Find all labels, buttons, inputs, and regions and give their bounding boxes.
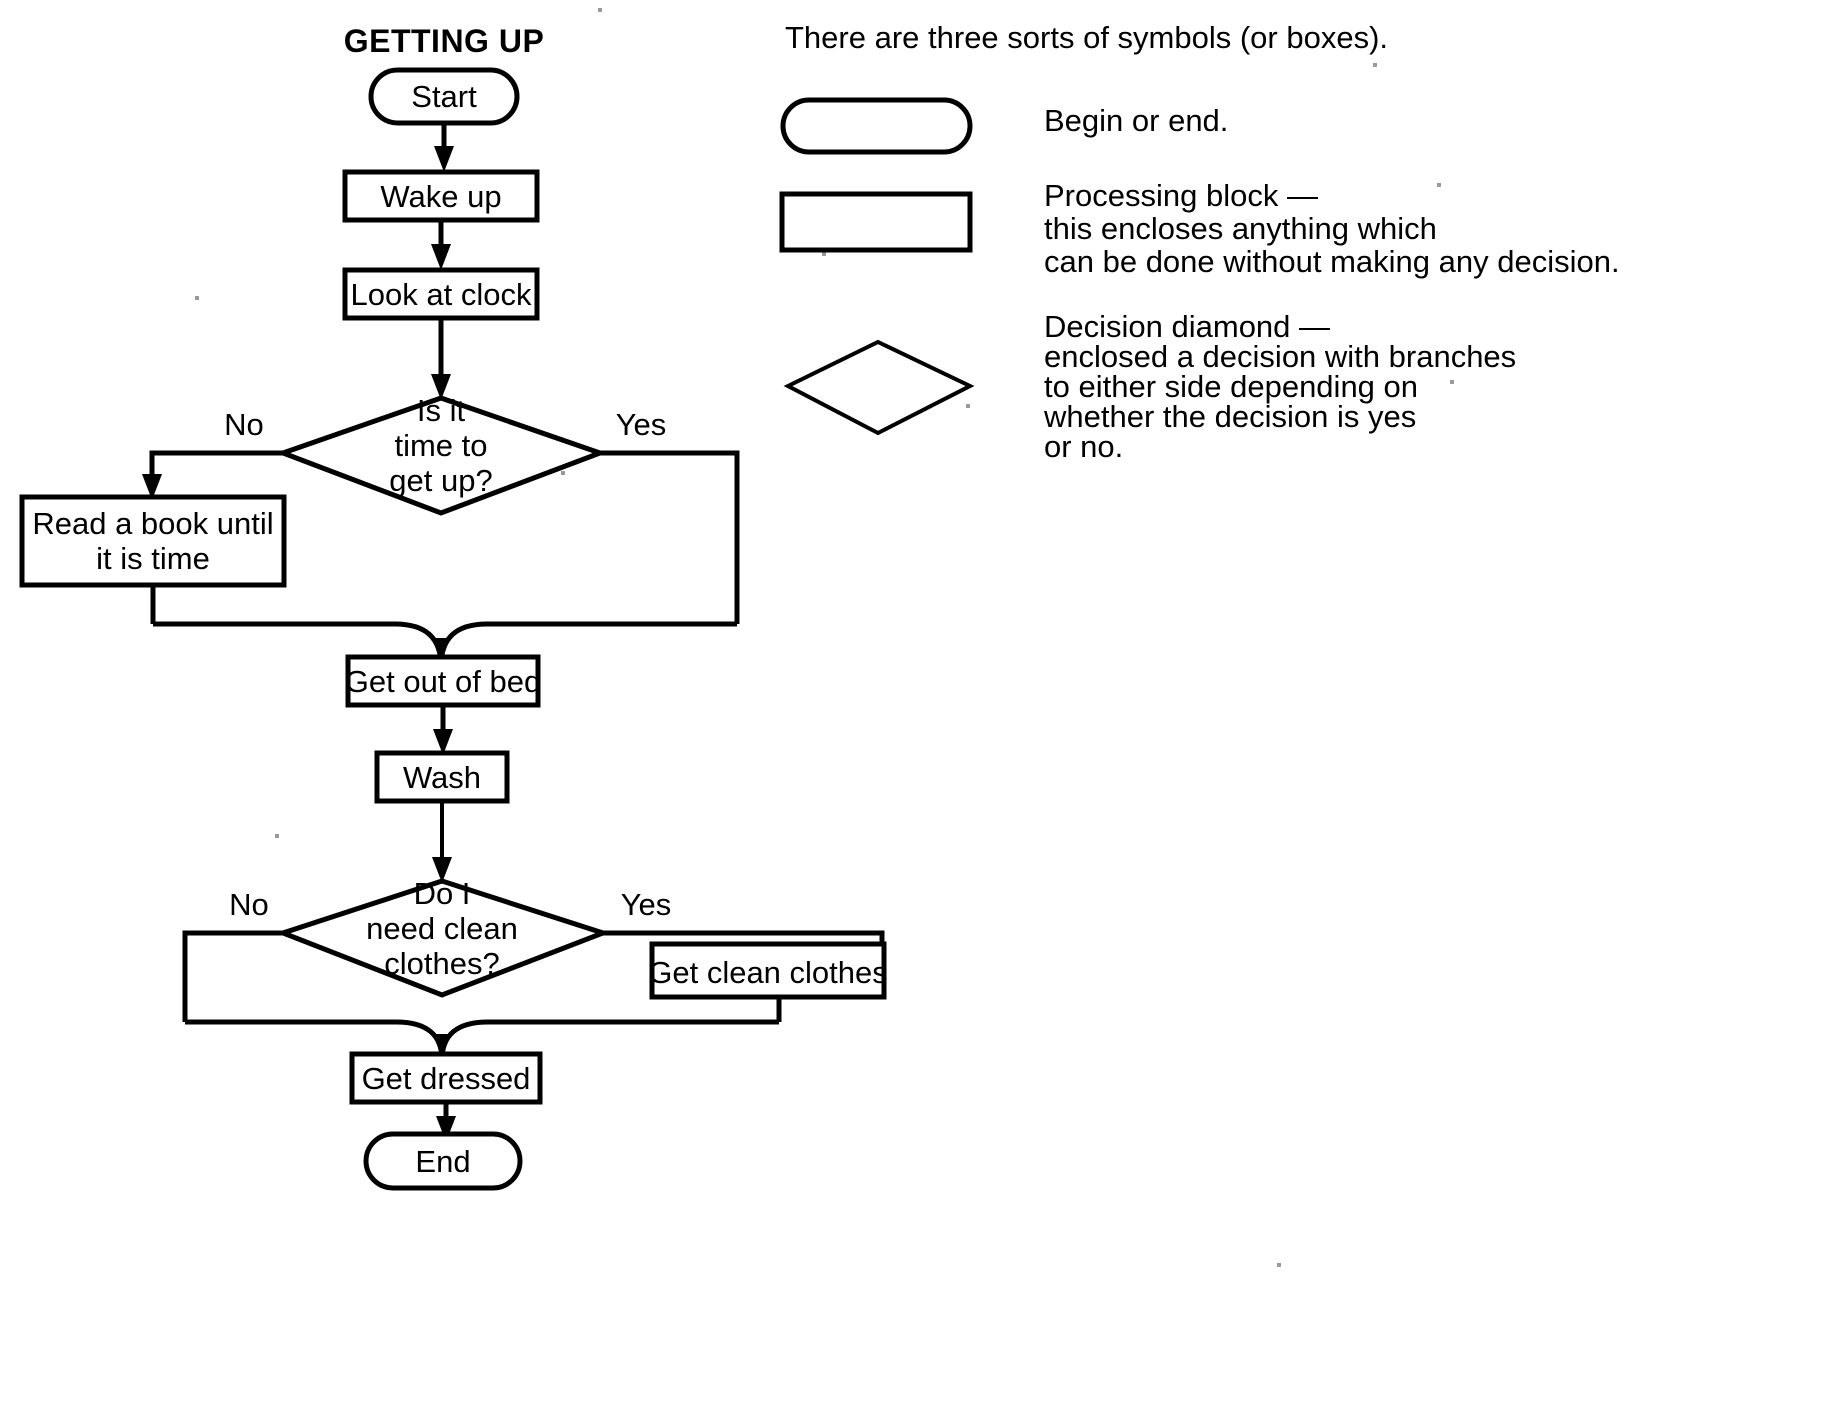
node-start-label: Start xyxy=(411,79,477,114)
node-decision-clean-clothes-line2: need clean xyxy=(366,911,518,946)
node-decision-clean-clothes-line3: clothes? xyxy=(384,946,499,981)
scan-speck xyxy=(561,471,565,475)
node-get-out-of-bed-shape xyxy=(345,654,541,708)
legend-process-text-line2: this encloses anything which xyxy=(1044,211,1437,246)
legend-terminator-text-line1: Begin or end. xyxy=(1044,103,1228,138)
node-decision-get-up-shape xyxy=(275,395,608,516)
arrowhead-down xyxy=(436,1116,456,1142)
node-decision-clean-clothes-shape xyxy=(275,878,611,998)
scan-speck xyxy=(966,404,970,408)
scan-speck xyxy=(1437,183,1441,187)
legend-decision-symbol xyxy=(783,339,975,436)
arrowhead-down xyxy=(433,1034,451,1058)
legend-decision-text-line3: to either side depending on xyxy=(1044,369,1418,404)
legend-decision-text-line1: Decision diamond — xyxy=(1044,309,1330,344)
node-decision-get-up-line1: Is it xyxy=(417,393,466,428)
legend-process-text-line1: Processing block — xyxy=(1044,178,1318,213)
branch-label-no-get-up: No xyxy=(224,407,264,442)
node-get-dressed-shape xyxy=(349,1051,543,1105)
scan-speck xyxy=(1450,380,1454,384)
node-get-dressed-label: Get dressed xyxy=(362,1061,531,1096)
node-look-at-clock-label: Look at clock xyxy=(351,277,532,312)
arrowhead-down xyxy=(431,374,451,400)
node-decision-get-up-line3: get up? xyxy=(389,463,492,498)
scan-speck xyxy=(1373,63,1377,67)
node-get-clean-clothes-shape xyxy=(649,941,887,1000)
legend-terminator-symbol xyxy=(780,97,973,155)
legend-decision-text-line4: whether the decision is yes xyxy=(1043,399,1416,434)
branch-label-yes-clean-clothes: Yes xyxy=(621,887,672,922)
node-wake-up-label: Wake up xyxy=(380,179,501,214)
connector-decision2-no xyxy=(182,930,283,1022)
scan-speck xyxy=(822,252,826,256)
page-title: GETTING UP xyxy=(344,23,545,59)
node-decision-get-up-line2: time to xyxy=(394,428,487,463)
legend-process-text-line3: can be done without making any decision. xyxy=(1044,244,1620,279)
connector-decision1-yes xyxy=(600,450,740,624)
node-wash-shape xyxy=(374,750,510,804)
scan-speck xyxy=(1277,1263,1281,1267)
legend-process-symbol xyxy=(779,191,973,253)
arrowhead-down xyxy=(433,729,453,755)
arrowhead-down xyxy=(431,244,451,270)
node-wash-label: Wash xyxy=(403,760,481,795)
node-read-book-line2: it is time xyxy=(96,541,210,576)
legend-decision-text-line2: enclosed a decision with branches xyxy=(1044,339,1516,374)
scan-speck xyxy=(275,834,279,838)
arrowhead-down xyxy=(434,146,454,172)
arrowhead-down xyxy=(432,638,450,662)
node-end-label: End xyxy=(415,1144,470,1179)
node-get-out-of-bed-label: Get out of bed xyxy=(345,664,541,699)
connector-decision1-no xyxy=(149,450,283,480)
arrowhead-down xyxy=(142,474,162,500)
branch-label-no-clean-clothes: No xyxy=(229,887,269,922)
node-end-shape xyxy=(363,1131,523,1191)
legend-intro: There are three sorts of symbols (or box… xyxy=(785,20,1388,55)
arrowhead-down xyxy=(432,857,452,883)
node-decision-clean-clothes-line1: Do I xyxy=(414,876,471,911)
scan-speck xyxy=(195,296,199,300)
node-get-clean-clothes-label: Get clean clothes xyxy=(648,955,888,990)
scan-speck xyxy=(598,8,602,12)
legend-decision-text-line5: or no. xyxy=(1044,429,1123,464)
branch-label-yes-get-up: Yes xyxy=(616,407,667,442)
node-wake-up-shape xyxy=(342,169,540,223)
node-read-book-line1: Read a book until xyxy=(32,506,273,541)
